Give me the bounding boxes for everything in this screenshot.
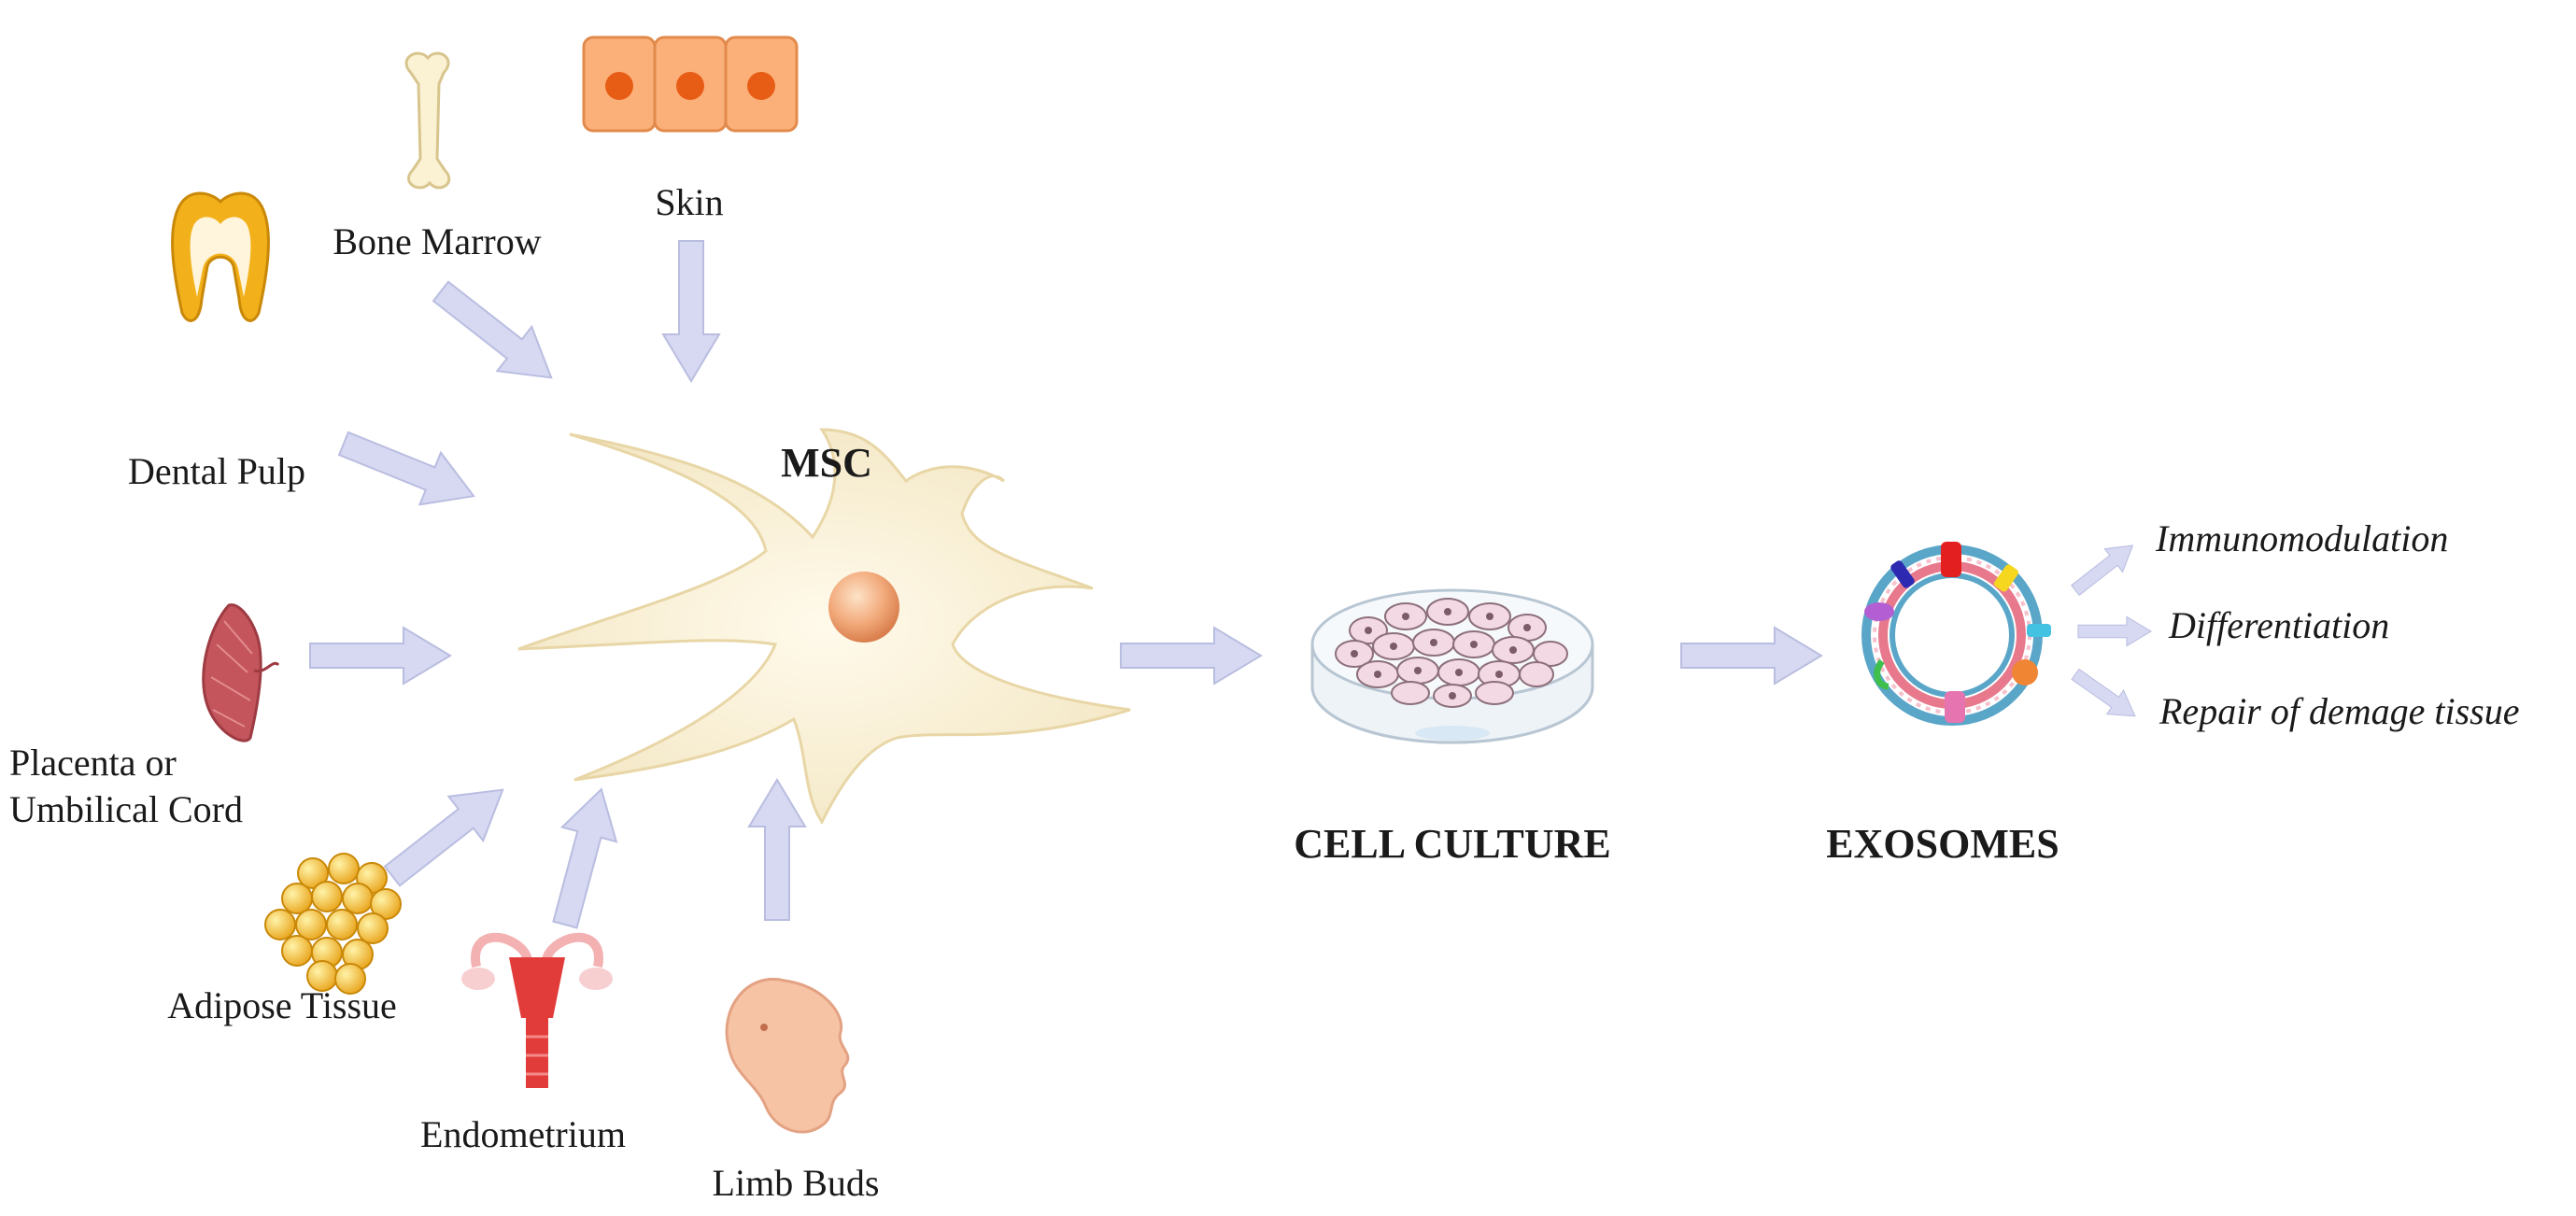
- embryo-icon: [725, 978, 850, 1134]
- label-adipose: Adipose Tissue: [167, 984, 397, 1026]
- tooth-icon: [171, 191, 270, 322]
- label-exosomes: EXOSOMES: [1826, 821, 2059, 867]
- uterus-icon: [461, 932, 613, 1088]
- skin-cells-icon: [582, 35, 799, 133]
- label-cell-culture: CELL CULTURE: [1294, 821, 1611, 867]
- label-placenta-line2: Umbilical Cord: [9, 788, 243, 830]
- label-endometrium: Endometrium: [420, 1113, 626, 1155]
- arrow-to-immunomodulation: [2065, 533, 2143, 602]
- label-immunomodulation: Immunomodulation: [2155, 517, 2448, 559]
- label-placenta-line1: Placenta or: [9, 742, 177, 784]
- arrow-culture-to-exosomes: [1680, 627, 1822, 685]
- arrow-dental-pulp: [332, 417, 486, 524]
- label-bone-marrow: Bone Marrow: [333, 220, 541, 262]
- arrow-bone-marrow: [422, 268, 570, 401]
- arrow-to-repair: [2066, 661, 2144, 729]
- msc-nucleus: [828, 572, 899, 643]
- label-differentiation: Differentiation: [2168, 604, 2389, 646]
- label-msc: MSC: [781, 440, 872, 486]
- petri-dish-icon: [1310, 588, 1594, 744]
- arrow-skin: [662, 240, 720, 382]
- msc-cell: [517, 428, 1131, 825]
- arrow-limb-buds: [748, 779, 806, 921]
- label-skin: Skin: [655, 181, 723, 223]
- label-repair: Repair of demage tissue: [2158, 690, 2520, 732]
- exosome-icon: [1861, 542, 2051, 726]
- fat-cells-icon: [264, 853, 402, 995]
- arrow-msc-to-culture: [1120, 627, 1262, 685]
- label-dental-pulp: Dental Pulp: [128, 450, 305, 492]
- arrow-adipose: [374, 767, 521, 899]
- placenta-icon: [202, 603, 280, 742]
- arrow-to-differentiation: [2077, 615, 2152, 647]
- label-limb-buds: Limb Buds: [713, 1162, 880, 1204]
- arrow-placenta: [309, 627, 451, 685]
- arrow-endometrium: [537, 781, 630, 933]
- bone-icon: [404, 51, 451, 190]
